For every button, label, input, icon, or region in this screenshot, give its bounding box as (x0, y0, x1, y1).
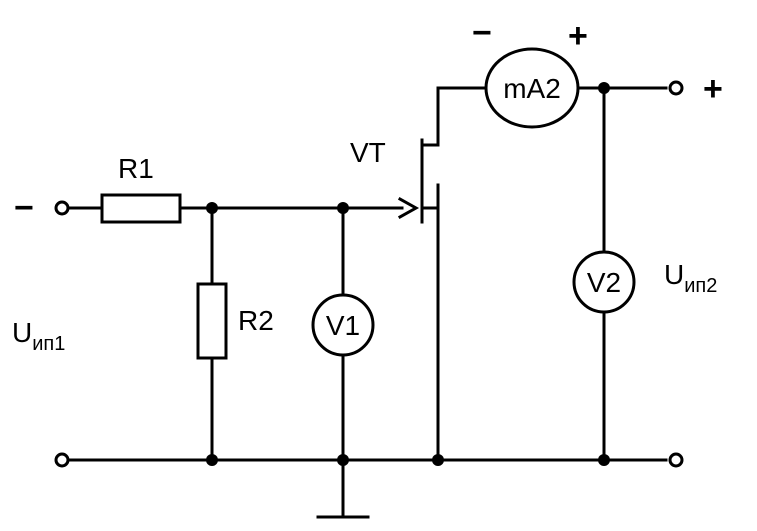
u-ip2-main: U (664, 259, 684, 290)
voltmeter-v2 (572, 250, 636, 314)
r1-label: R1 (118, 153, 154, 184)
resistor-r1 (100, 193, 182, 224)
v1-label: V1 (326, 310, 360, 341)
input-terminal-bottom (54, 452, 70, 468)
input-minus-sign: − (14, 189, 34, 227)
u-ip2-label: Uип2 (664, 259, 717, 297)
junction-dot (206, 202, 218, 214)
junction-dot (206, 454, 218, 466)
input-terminal-top (54, 200, 70, 216)
output-plus-sign: + (703, 70, 723, 108)
v2-label: V2 (587, 267, 621, 298)
u-ip1-sub: ип1 (32, 333, 65, 355)
ma2-label: mA2 (503, 73, 561, 104)
junction-dot (337, 202, 349, 214)
resistor-r2 (196, 282, 228, 360)
junction-dot (432, 454, 444, 466)
r2-label: R2 (238, 305, 274, 336)
u-ip1-label: Uип1 (12, 317, 65, 355)
output-terminal-bottom (668, 452, 684, 468)
junction-dots (206, 82, 610, 466)
gate-arrow-icon (397, 196, 420, 220)
u-ip2-sub: ип2 (684, 275, 717, 297)
output-terminal-top (668, 80, 684, 96)
meter-plus-sign: + (568, 17, 588, 55)
transistor-vt (397, 138, 440, 224)
u-ip1-main: U (12, 317, 32, 348)
meter-minus-sign: − (472, 14, 492, 52)
junction-dot (337, 454, 349, 466)
voltmeter-v1 (311, 293, 375, 357)
milliammeter-ma2 (484, 47, 580, 129)
junction-dot (598, 454, 610, 466)
junction-dot (598, 82, 610, 94)
vt-label: VT (350, 137, 386, 168)
